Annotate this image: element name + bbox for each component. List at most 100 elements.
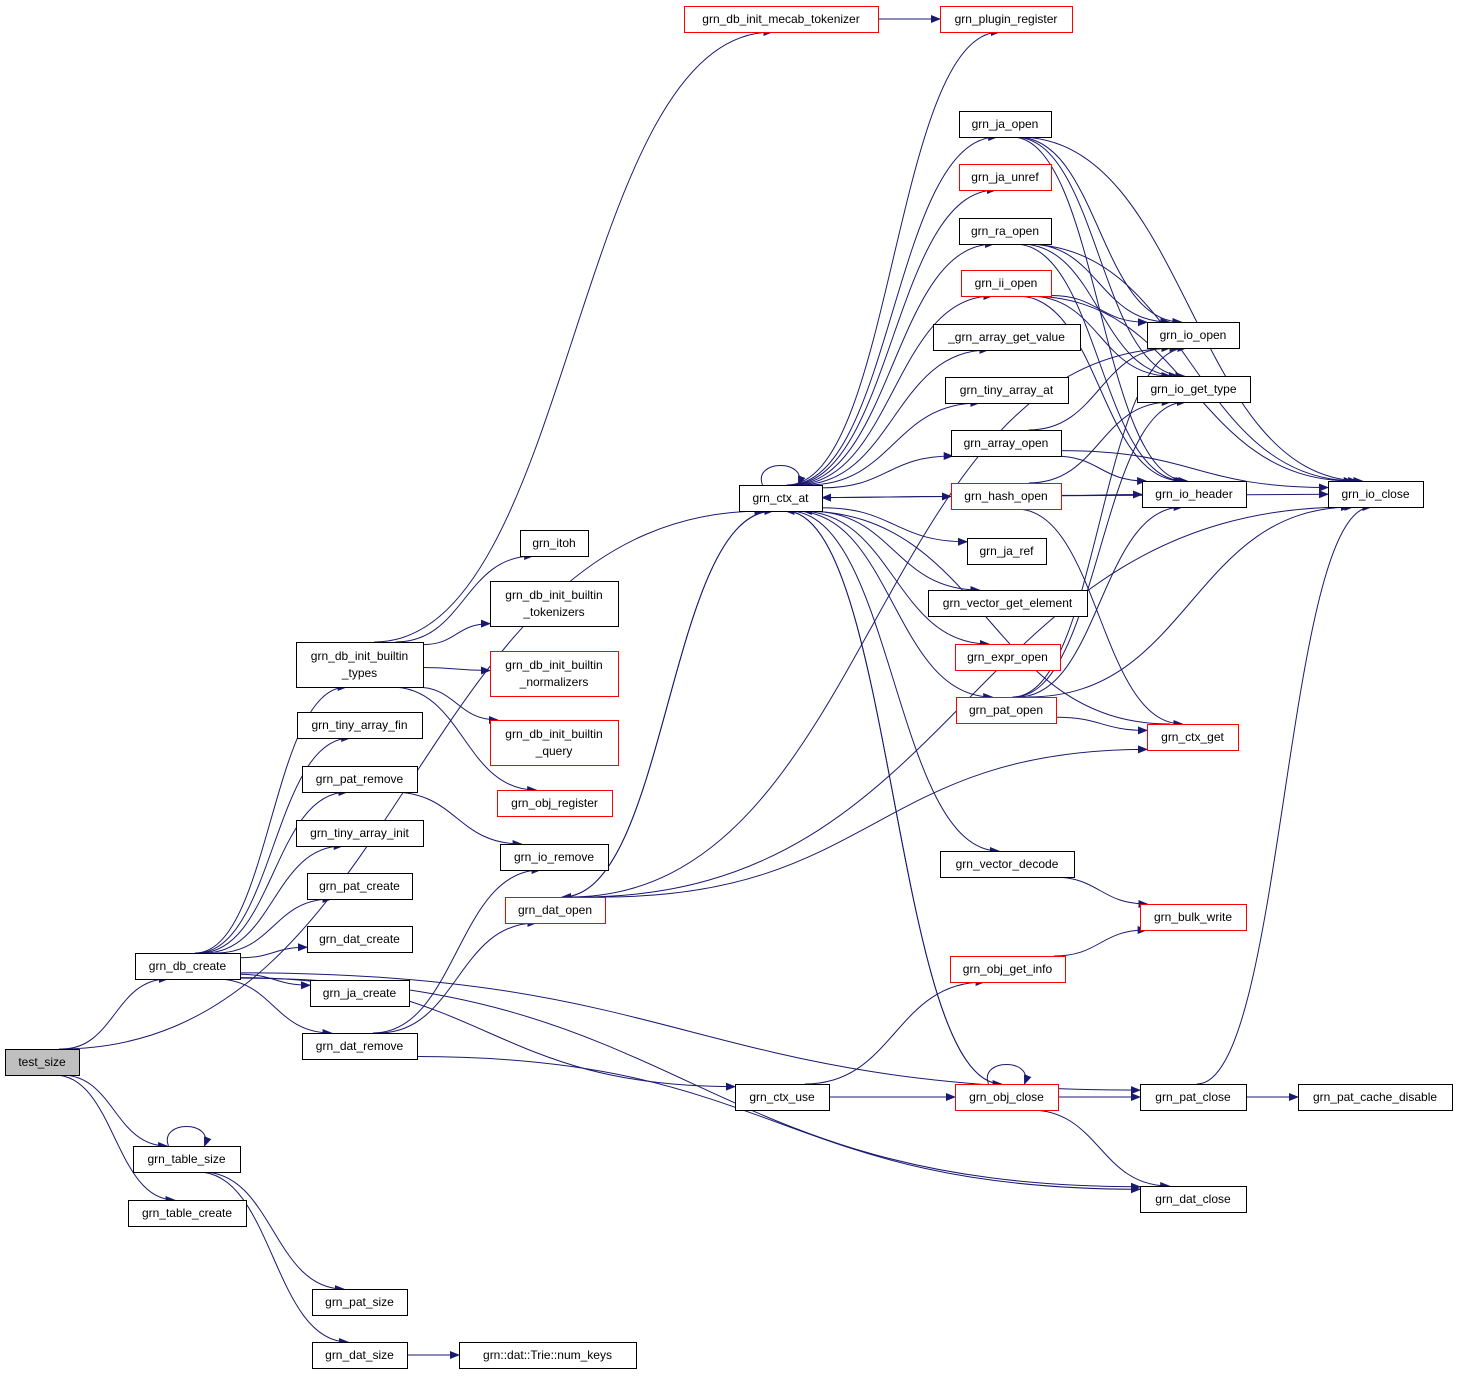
node-grn-dat-size[interactable]: grn_dat_size bbox=[312, 1342, 408, 1369]
edge-grn-array-open-to-grn-io-close bbox=[1060, 450, 1329, 492]
node-grn-io-remove[interactable]: grn_io_remove bbox=[500, 844, 609, 871]
node--grn-array-get-value[interactable]: _grn_array_get_value bbox=[933, 324, 1081, 351]
node-grn-pat-create[interactable]: grn_pat_create bbox=[307, 873, 413, 900]
node-box bbox=[520, 530, 589, 557]
node-grn-tiny-array-init[interactable]: grn_tiny_array_init bbox=[296, 820, 424, 847]
node-label: grn_pat_open bbox=[969, 703, 1043, 717]
edge-grn-ctx-at-to-grn-expr-open bbox=[799, 510, 990, 648]
node-box bbox=[490, 720, 619, 766]
node-label: test_size bbox=[18, 1055, 66, 1069]
node-grn-bulk-write[interactable]: grn_bulk_write bbox=[1140, 904, 1247, 931]
node-grn-dat-open[interactable]: grn_dat_open bbox=[505, 897, 606, 924]
edge-grn-db-init-builtin-types-to-grn-db-init-builtin-tokenizers bbox=[422, 619, 491, 646]
node-label: grn_io_close bbox=[1341, 487, 1409, 501]
node-grn-db-init-mecab-tokenizer[interactable]: grn_db_init_mecab_tokenizer bbox=[684, 6, 879, 33]
node-grn-ctx-at[interactable]: grn_ctx_at bbox=[739, 485, 823, 512]
edge-grn-ctx-at-to-grn-ctx-at bbox=[760, 465, 806, 486]
edge-grn-ctx-at-to-grn-ja-ref bbox=[821, 507, 968, 546]
node-box bbox=[302, 1033, 418, 1060]
node-box bbox=[684, 6, 879, 33]
node-box bbox=[928, 590, 1088, 617]
edge-grn-db-create-to-grn-tiny-array-init bbox=[204, 842, 344, 954]
node-label: grn_tiny_array_init bbox=[310, 826, 409, 840]
node-grn-dat-create[interactable]: grn_dat_create bbox=[307, 926, 413, 953]
node-grn-io-close[interactable]: grn_io_close bbox=[1328, 481, 1424, 508]
edge-grn-dat-open-to-grn-ctx-get bbox=[602, 745, 1148, 898]
node-grn-pat-cache-disable[interactable]: grn_pat_cache_disable bbox=[1298, 1084, 1453, 1111]
edge-grn-ctx-at-to--grn-array-get-value bbox=[798, 346, 990, 486]
edge-grn-obj-close-to-grn-ctx-at bbox=[784, 507, 1002, 1085]
node-grn-table-create[interactable]: grn_table_create bbox=[128, 1200, 247, 1227]
node-label: grn_table_size bbox=[147, 1152, 225, 1166]
node-grn-tiny-array-fin[interactable]: grn_tiny_array_fin bbox=[297, 712, 423, 739]
node-grn-hash-open[interactable]: grn_hash_open bbox=[951, 483, 1062, 510]
node-grn-io-get-type[interactable]: grn_io_get_type bbox=[1137, 376, 1251, 403]
node-grn-itoh[interactable]: grn_itoh bbox=[520, 530, 589, 557]
node-grn-ctx-use[interactable]: grn_ctx_use bbox=[735, 1084, 830, 1111]
node-layer: test_size grn_db_create grn_table_size grn_… bbox=[5, 6, 1453, 1369]
edge-grn-ii-open-to-grn-io-get-type bbox=[1028, 295, 1172, 380]
node-label: grn_pat_cache_disable bbox=[1313, 1090, 1437, 1104]
edge-grn-ctx-get-to-grn-ctx-at bbox=[801, 507, 1171, 725]
node-grn-vector-get-element[interactable]: grn_vector_get_element bbox=[928, 590, 1088, 617]
node-grn-pat-remove[interactable]: grn_pat_remove bbox=[302, 766, 418, 793]
edge-grn-ctx-at-to-grn-ra-open bbox=[791, 240, 996, 486]
node-grn-ii-open[interactable]: grn_ii_open bbox=[961, 270, 1052, 297]
node-grn-db-init-builtin-tokenizers[interactable]: grn_db_init_builtin_tokenizers bbox=[490, 581, 619, 627]
edge-grn-array-open-to-grn-io-open bbox=[1028, 344, 1172, 431]
edge-grn-dat-open-to-grn-io-open bbox=[569, 344, 1180, 898]
node-grn-pat-size[interactable]: grn_pat_size bbox=[312, 1289, 408, 1316]
node-grn-plugin-register[interactable]: grn_plugin_register bbox=[940, 6, 1073, 33]
edge-grn-pat-open-to-grn-io-header bbox=[1017, 503, 1184, 698]
node-box bbox=[967, 538, 1047, 565]
node-grn-ja-unref[interactable]: grn_ja_unref bbox=[959, 164, 1052, 191]
node-grn-ja-create[interactable]: grn_ja_create bbox=[310, 980, 410, 1007]
node-label: grn_ctx_get bbox=[1161, 730, 1224, 744]
node-grn-vector-decode[interactable]: grn_vector_decode bbox=[940, 851, 1075, 878]
node-box bbox=[1298, 1084, 1453, 1111]
node-box bbox=[940, 6, 1073, 33]
node-grn-dat-remove[interactable]: grn_dat_remove bbox=[302, 1033, 418, 1060]
node-box bbox=[1140, 1186, 1247, 1213]
edge-grn-ja-open-to-grn-io-close bbox=[1018, 136, 1364, 485]
node-grn-dat-close[interactable]: grn_dat_close bbox=[1140, 1186, 1247, 1213]
node-grn-db-create[interactable]: grn_db_create bbox=[135, 953, 241, 980]
edge-grn-db-create-to-grn-pat-close bbox=[239, 972, 1141, 1095]
node-box bbox=[1137, 376, 1251, 403]
node-label: _grn_array_get_value bbox=[947, 330, 1065, 344]
node-label: grn_obj_get_info bbox=[963, 962, 1053, 976]
node-label: grn_vector_decode bbox=[956, 857, 1059, 871]
edge-grn-db-create-to-grn-pat-create bbox=[215, 895, 333, 954]
edge-grn-ra-open-to-grn-io-close bbox=[1023, 243, 1359, 485]
node-box bbox=[959, 218, 1052, 245]
node-grn-io-header[interactable]: grn_io_header bbox=[1142, 481, 1247, 508]
node-box bbox=[307, 926, 413, 953]
node-grn-io-open[interactable]: grn_io_open bbox=[1147, 322, 1240, 349]
node-box bbox=[490, 651, 619, 697]
node-grn-dat-trie-num-keys[interactable]: grn::dat::Trie::num_keys bbox=[459, 1342, 637, 1369]
node-grn-obj-register[interactable]: grn_obj_register bbox=[497, 790, 613, 817]
node-grn-ctx-get[interactable]: grn_ctx_get bbox=[1147, 724, 1239, 751]
edge-test-size-to-grn-db-create bbox=[61, 975, 169, 1050]
node-grn-ja-ref[interactable]: grn_ja_ref bbox=[967, 538, 1047, 565]
node-grn-obj-get-info[interactable]: grn_obj_get_info bbox=[950, 956, 1066, 983]
node-grn-table-size[interactable]: grn_table_size bbox=[133, 1146, 241, 1173]
node-grn-pat-open[interactable]: grn_pat_open bbox=[956, 697, 1057, 724]
node-grn-pat-close[interactable]: grn_pat_close bbox=[1140, 1084, 1247, 1111]
node-grn-array-open[interactable]: grn_array_open bbox=[951, 430, 1062, 457]
node-grn-db-init-builtin-query[interactable]: grn_db_init_builtin_query bbox=[490, 720, 619, 766]
node-test-size[interactable]: test_size bbox=[5, 1049, 80, 1076]
node-grn-tiny-array-at[interactable]: grn_tiny_array_at bbox=[945, 377, 1069, 404]
node-label: grn_dat_close bbox=[1155, 1192, 1231, 1206]
edge-grn-dat-remove-to-grn-io-remove bbox=[372, 866, 542, 1034]
node-grn-ja-open[interactable]: grn_ja_open bbox=[959, 111, 1052, 138]
node-label: grn_obj_close bbox=[969, 1090, 1044, 1104]
node-grn-obj-close[interactable]: grn_obj_close bbox=[955, 1084, 1059, 1111]
node-label: grn_db_init_builtin bbox=[505, 658, 602, 672]
edge-grn-ctx-use-to-grn-obj-get-info bbox=[804, 978, 986, 1085]
node-grn-ra-open[interactable]: grn_ra_open bbox=[959, 218, 1052, 245]
node-grn-db-init-builtin-types[interactable]: grn_db_init_builtin_types bbox=[296, 642, 424, 688]
node-box bbox=[490, 581, 619, 627]
node-grn-expr-open[interactable]: grn_expr_open bbox=[955, 644, 1061, 671]
node-grn-db-init-builtin-normalizers[interactable]: grn_db_init_builtin_normalizers bbox=[490, 651, 619, 697]
